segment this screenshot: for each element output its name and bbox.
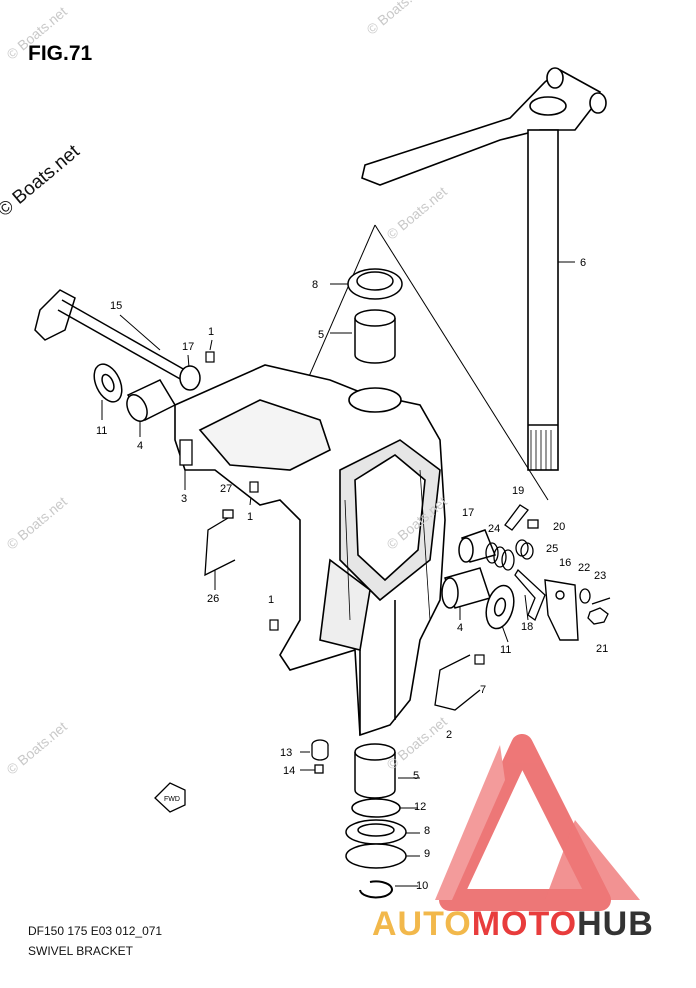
pin-part-15[interactable] (34, 289, 186, 381)
bushing-part-5-bottom[interactable] (354, 743, 396, 799)
callout-13: 13 (280, 747, 292, 759)
steering-arm-part-6[interactable] (361, 67, 607, 471)
callout-8: 8 (424, 825, 430, 837)
brand-part-auto: AUTO (372, 905, 472, 943)
callout-1: 1 (268, 594, 274, 606)
callout-22: 22 (578, 562, 590, 574)
callout-26: 26 (207, 593, 219, 605)
washer-part-11-right[interactable] (482, 582, 519, 631)
callout-24: 24 (488, 523, 500, 535)
callout-25: 25 (546, 543, 558, 555)
lever-part-18[interactable] (514, 568, 546, 622)
callout-19: 19 (512, 485, 524, 497)
figure-number: FIG.71 (28, 42, 93, 65)
grease-nipple-part-1[interactable] (205, 351, 279, 631)
callout-14: 14 (283, 765, 295, 777)
callout-27: 27 (220, 483, 232, 495)
callout-17: 17 (462, 507, 474, 519)
callout-15: 15 (110, 300, 122, 312)
guard-part-2[interactable] (434, 654, 481, 711)
brand-part-hub: HUB (577, 905, 654, 943)
bushing-part-4-right[interactable] (441, 567, 491, 609)
fwd-arrow-icon: FWD (154, 782, 186, 813)
collar-part-17-right[interactable] (458, 529, 497, 563)
bolt-part-7[interactable] (474, 654, 485, 665)
callout-4: 4 (137, 440, 143, 452)
callout-3: 3 (181, 493, 187, 505)
snap-ring-part-10[interactable] (359, 880, 393, 899)
spring-part-24[interactable] (485, 542, 515, 571)
brand-logo-icon (435, 734, 640, 911)
callout-10: 10 (416, 880, 428, 892)
model-code: DF150 175 E03 012_071 (28, 924, 163, 938)
callout-11: 11 (500, 644, 511, 656)
swivel-bracket-body[interactable] (174, 364, 446, 737)
washer-part-8-bottom[interactable] (345, 819, 407, 845)
callout-20: 20 (553, 521, 565, 533)
callout-5: 5 (413, 770, 419, 782)
callout-8: 8 (312, 279, 318, 291)
callout-18: 18 (521, 621, 533, 633)
callout-17: 17 (182, 341, 194, 353)
fwd-label: FWD (164, 796, 180, 803)
callout-1: 1 (208, 326, 214, 338)
callout-23: 23 (594, 570, 606, 582)
ground-wire-part-26[interactable] (204, 509, 236, 577)
diagram-title: SWIVEL BRACKET (28, 944, 133, 958)
washer-part-8-top[interactable] (347, 268, 403, 300)
callout-2: 2 (446, 729, 452, 741)
washer-part-12[interactable] (351, 798, 401, 818)
callout-11: 11 (96, 425, 107, 437)
washer-part-9[interactable] (345, 843, 407, 869)
washer-part-11-left[interactable] (89, 360, 128, 406)
bushing-part-4-left[interactable] (123, 379, 177, 424)
callout-21: 21 (596, 643, 608, 655)
callout-4: 4 (457, 622, 463, 634)
callout-12: 12 (414, 801, 426, 813)
brand-part-moto: MOTO (471, 905, 578, 943)
callout-6: 6 (580, 257, 586, 269)
collar-part-17-left[interactable] (179, 365, 201, 391)
callout-16: 16 (559, 557, 571, 569)
brand-wordmark: AUTOMOTOHUB (372, 905, 654, 944)
bushing-part-5-top[interactable] (354, 309, 396, 364)
callout-numbers: 6 8 5 15 1 17 11 4 3 27 1 26 19 20 17 24… (96, 257, 608, 892)
spring-part-25[interactable] (515, 539, 534, 560)
callout-9: 9 (424, 848, 430, 860)
plate-part-16[interactable] (544, 579, 579, 641)
callout-7: 7 (480, 684, 486, 696)
bolt-part-13-14[interactable] (311, 739, 329, 774)
clip-part-3[interactable] (179, 439, 193, 466)
nut-parts-21-22-23[interactable] (579, 588, 611, 625)
callout-1: 1 (247, 511, 253, 523)
callout-5: 5 (318, 329, 324, 341)
bracket-part-19[interactable] (504, 504, 539, 531)
